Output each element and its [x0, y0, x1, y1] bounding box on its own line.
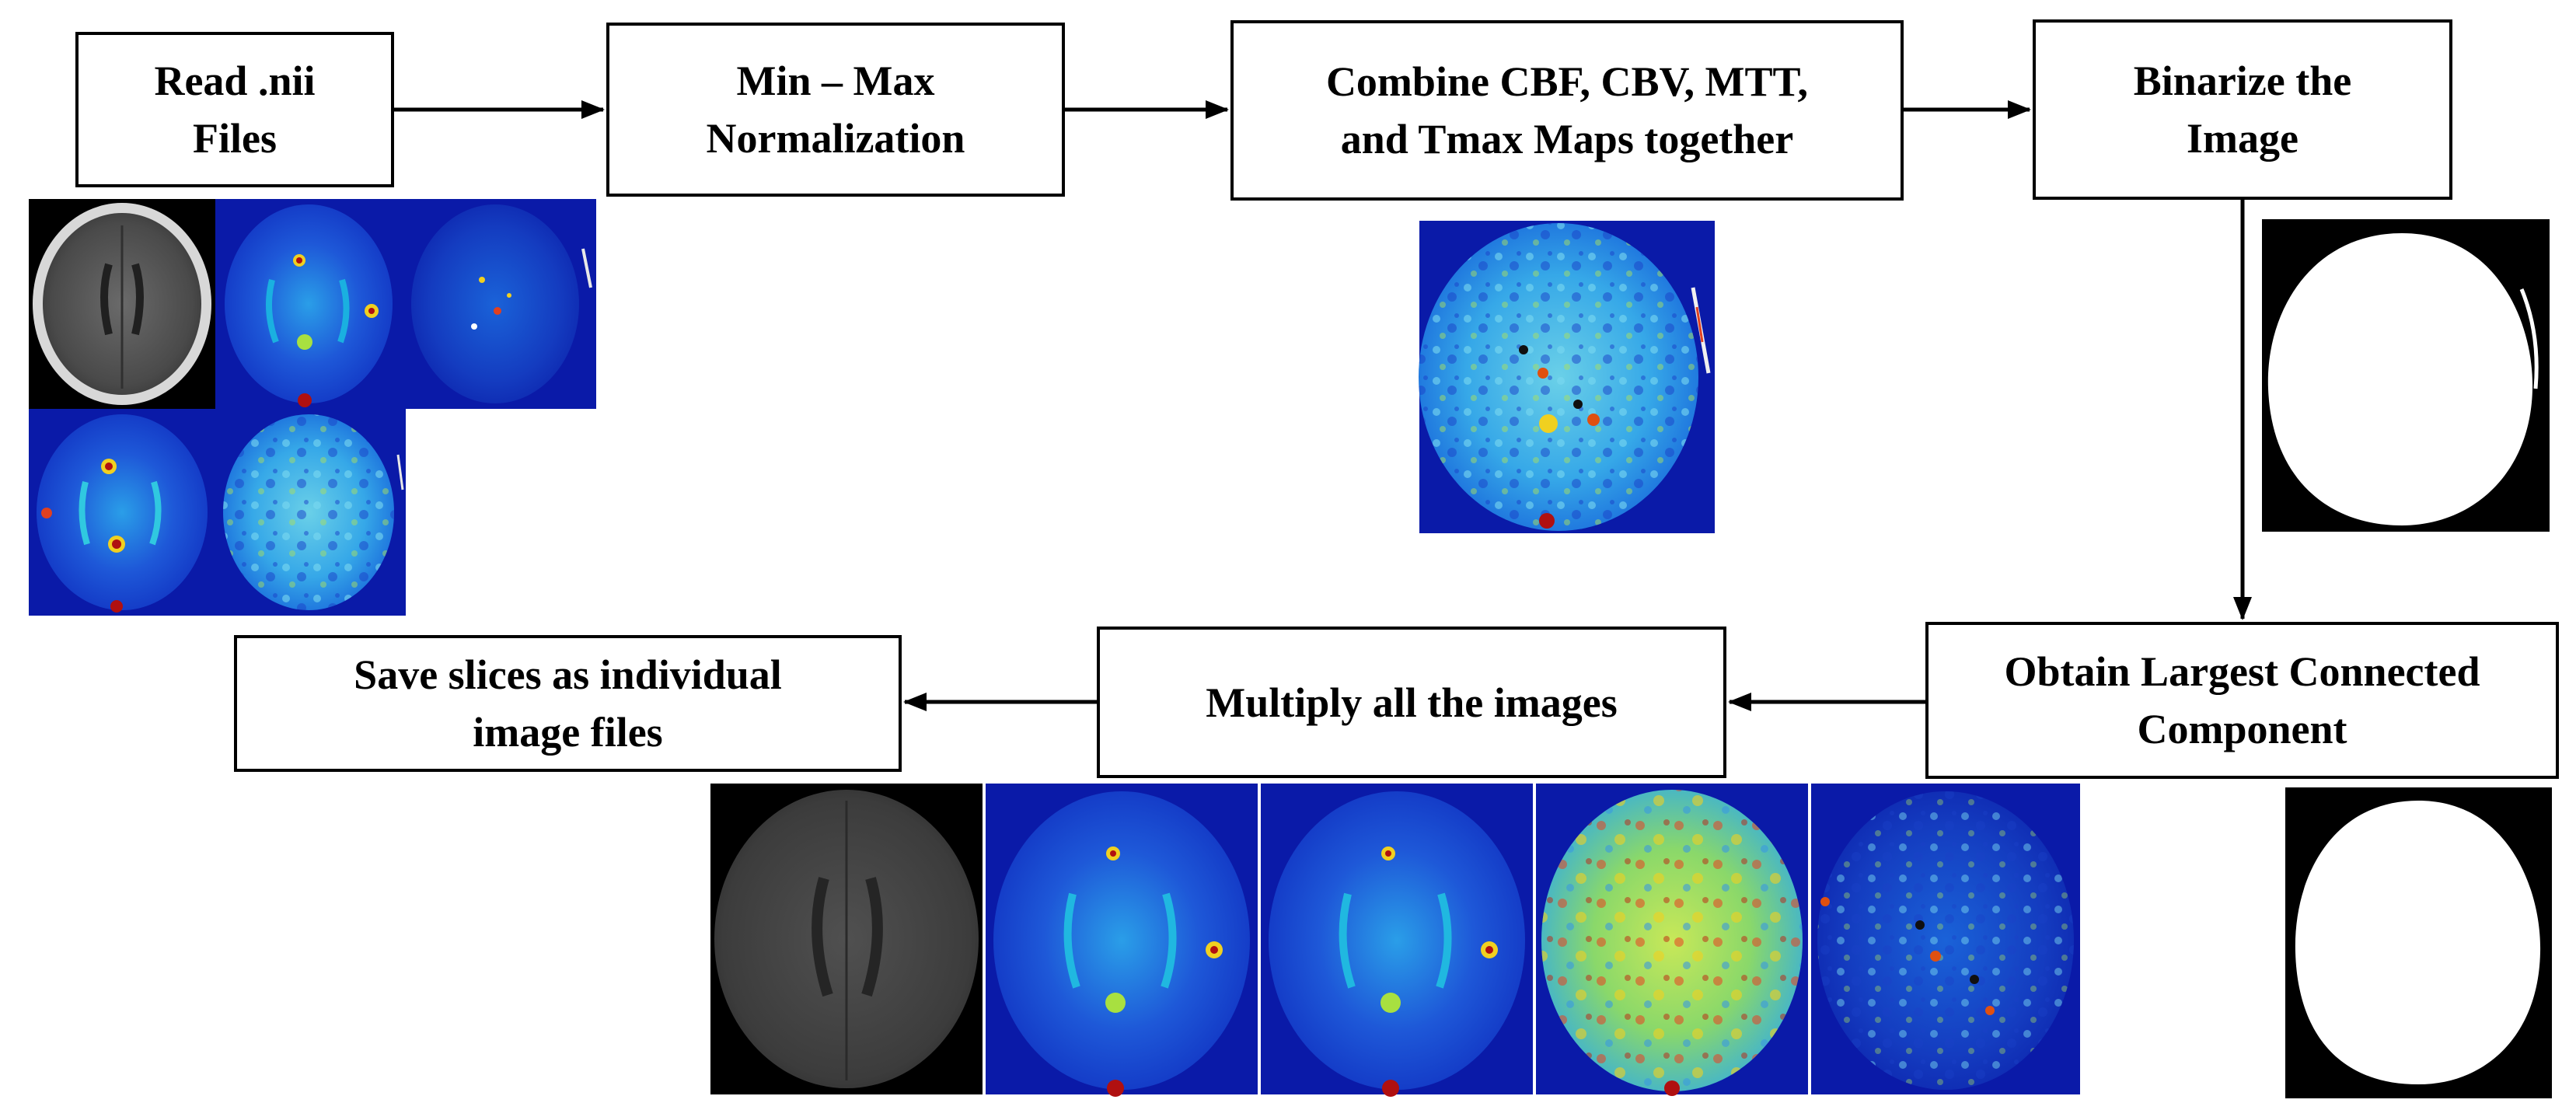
- step-multiply-line-1: Multiply all the images: [1206, 679, 1618, 726]
- step-binarize-line-1: Binarize the: [2133, 58, 2352, 104]
- step-combine-line-1: Combine CBF, CBV, MTT,: [1325, 58, 1809, 105]
- step-combine-maps: Combine CBF, CBV, MTT, and Tmax Maps tog…: [1230, 20, 1904, 201]
- step-save-slices: Save slices as individual image files: [234, 635, 902, 772]
- output-ct-slice-image: [710, 784, 983, 1094]
- input-perfusion-map-3: [29, 409, 215, 616]
- step-normalize-line-1: Min – Max: [736, 58, 935, 104]
- step-read-line-2: Files: [193, 115, 277, 162]
- step-largest-connected-component: Obtain Largest Connected Component: [1925, 622, 2559, 779]
- output-perfusion-map-4: [1811, 784, 2080, 1094]
- input-maps-group: [29, 199, 596, 616]
- step-binarize-line-2: Image: [2187, 115, 2299, 162]
- combined-perfusion-map-image: [1419, 221, 1715, 533]
- input-ct-slice-image: [29, 199, 215, 409]
- step-save-line-1: Save slices as individual: [354, 651, 782, 698]
- output-perfusion-map-1: [986, 784, 1258, 1097]
- step-binarize-image: Binarize the Image: [2033, 19, 2452, 200]
- output-perfusion-map-3: [1536, 784, 1808, 1096]
- input-perfusion-map-4: [215, 409, 406, 616]
- step-read-line-1: Read .nii: [154, 58, 316, 104]
- output-perfusion-map-2: [1261, 784, 1533, 1097]
- step-largest-line-1: Obtain Largest Connected: [2004, 648, 2480, 695]
- step-normalize-line-2: Normalization: [706, 115, 965, 162]
- step-save-line-2: image files: [473, 709, 663, 756]
- step-largest-line-2: Component: [2137, 706, 2347, 752]
- input-perfusion-map-1: [215, 199, 402, 409]
- step-multiply-images: Multiply all the images: [1097, 627, 1726, 778]
- output-maps-group: [710, 784, 2080, 1097]
- step-combine-line-2: and Tmax Maps together: [1340, 116, 1794, 162]
- largest-component-mask-image: [2285, 787, 2552, 1098]
- input-perfusion-map-2: [402, 199, 596, 409]
- step-min-max-normalization: Min – Max Normalization: [606, 23, 1065, 197]
- step-read-files: Read .nii Files: [75, 32, 394, 187]
- binary-brain-mask-image: [2262, 219, 2550, 532]
